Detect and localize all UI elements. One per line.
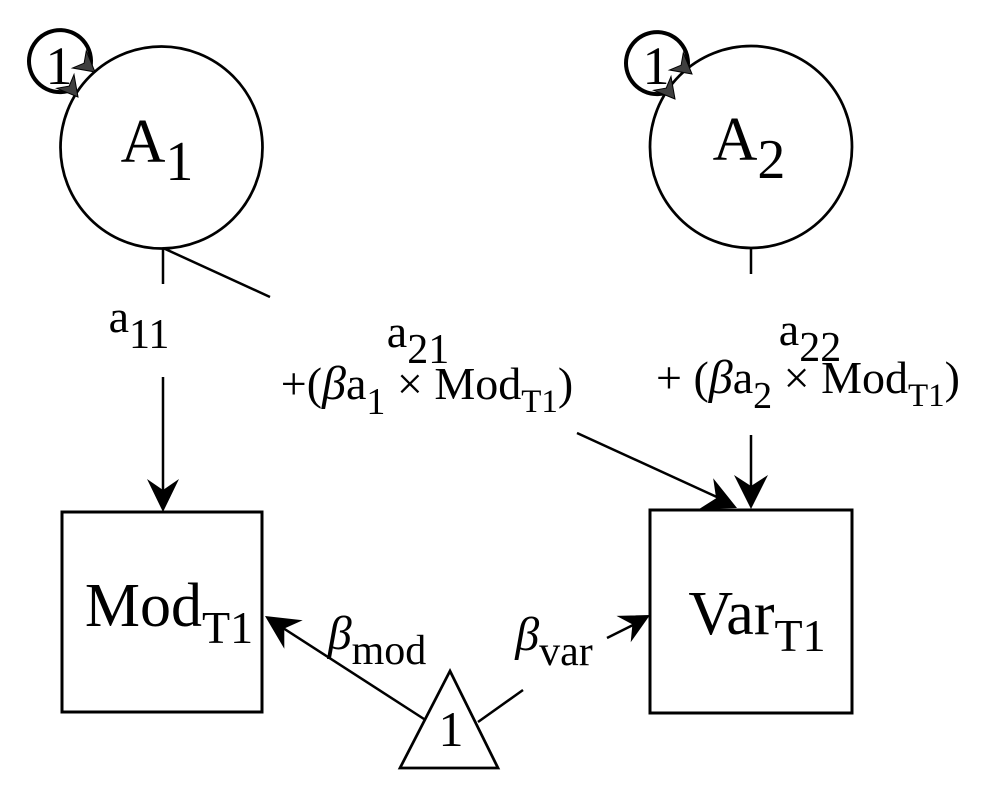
- a2-loop-arc: [624, 30, 690, 97]
- a2-loop-arrowhead-lower: [652, 74, 676, 100]
- a11-coef-label: a11: [109, 291, 170, 358]
- a22-eq-times: ×: [772, 352, 821, 403]
- a21-eq-mod: Mod: [434, 358, 521, 409]
- a22-eq-beta: β: [708, 351, 733, 404]
- constant-label: 1: [439, 701, 464, 757]
- a22-coef-sub: 22: [799, 325, 841, 371]
- a11-coef-main: a: [109, 291, 129, 342]
- observed-mod-square: [60, 510, 264, 714]
- mod-label-sub: T1: [202, 602, 253, 653]
- a2-label: A2: [713, 106, 786, 191]
- a11-coef-sub: 11: [129, 312, 169, 358]
- path-beta-mod-arrowhead: [265, 616, 303, 649]
- a21-eq-times: ×: [385, 358, 434, 409]
- path-a21-arrowhead: [699, 478, 737, 510]
- a22-coef-label: a22: [779, 304, 841, 371]
- path-a11-arrowhead: [147, 479, 179, 512]
- a21-eq-modsub: T1: [521, 384, 558, 420]
- a22-eq-a: a: [733, 352, 753, 403]
- var-label: VarT1: [688, 580, 825, 661]
- path-beta-var-arrowhead: [616, 615, 650, 643]
- a22-coef-main: a: [779, 304, 799, 355]
- a2-label-sub: 2: [757, 129, 785, 191]
- a1-loop-arrowhead-upper: [70, 49, 96, 73]
- a22-moderation-equation: + (βa2 × ModT1): [656, 351, 960, 417]
- a22-eq-asub: 2: [753, 375, 772, 417]
- beta-mod-symbol: β: [327, 607, 352, 660]
- a22-eq-mod: Mod: [821, 352, 908, 403]
- a2-loop-arrowhead-upper: [667, 51, 693, 75]
- a2-variance-loop: 1: [624, 30, 693, 100]
- a1-variance-loop: 1: [27, 28, 96, 98]
- a1-variance-label: 1: [46, 36, 73, 96]
- a21-coef-main: a: [387, 306, 407, 357]
- path-a22: [734, 248, 768, 509]
- path-beta-var-line: [477, 623, 634, 724]
- a1-label: A1: [121, 108, 194, 193]
- constant-triangle: [397, 667, 501, 770]
- a1-loop-arc: [27, 28, 93, 95]
- path-beta-mod-line: [282, 626, 425, 721]
- observed-var-square: [648, 508, 854, 715]
- mod-label-main: Mod: [85, 572, 202, 640]
- mod-label: ModT1: [85, 572, 253, 653]
- a21-coef-sub: 21: [407, 327, 449, 373]
- beta-mod-sub: mod: [352, 628, 427, 674]
- a1-loop-arrowhead-lower: [55, 72, 79, 98]
- path-a22-arrowhead: [734, 475, 768, 509]
- path-a11: [147, 248, 179, 512]
- a21-moderation-equation: +(βa1 × ModT1): [281, 357, 573, 423]
- a1-label-sub: 1: [165, 131, 193, 193]
- beta-var-label: βvar: [514, 608, 593, 675]
- beta-var-sub: var: [539, 629, 593, 675]
- var-label-sub: T1: [774, 610, 825, 661]
- a21-eq-beta: β: [321, 357, 346, 410]
- a2-label-main: A: [713, 106, 758, 174]
- a2-variance-label: 1: [643, 36, 670, 96]
- a22-eq-modsub: T1: [908, 378, 945, 414]
- path-a21-line: [162, 246, 720, 500]
- latent-a1-circle: [59, 45, 264, 250]
- a22-eq-close: ): [945, 352, 960, 403]
- beta-var-symbol: β: [514, 608, 539, 661]
- path-beta-var: [477, 615, 650, 724]
- var-label-main: Var: [688, 580, 774, 648]
- a21-eq-open: +(: [281, 358, 322, 409]
- a22-eq-open: + (: [656, 352, 709, 403]
- a1-label-main: A: [121, 108, 166, 176]
- a21-eq-a: a: [346, 358, 366, 409]
- a21-eq-asub: 1: [366, 381, 385, 423]
- path-a21: [162, 246, 737, 510]
- path-beta-mod: [265, 616, 425, 721]
- a21-eq-close: ): [558, 358, 573, 409]
- beta-mod-label: βmod: [327, 607, 427, 674]
- a21-coef-label: a21: [387, 306, 449, 373]
